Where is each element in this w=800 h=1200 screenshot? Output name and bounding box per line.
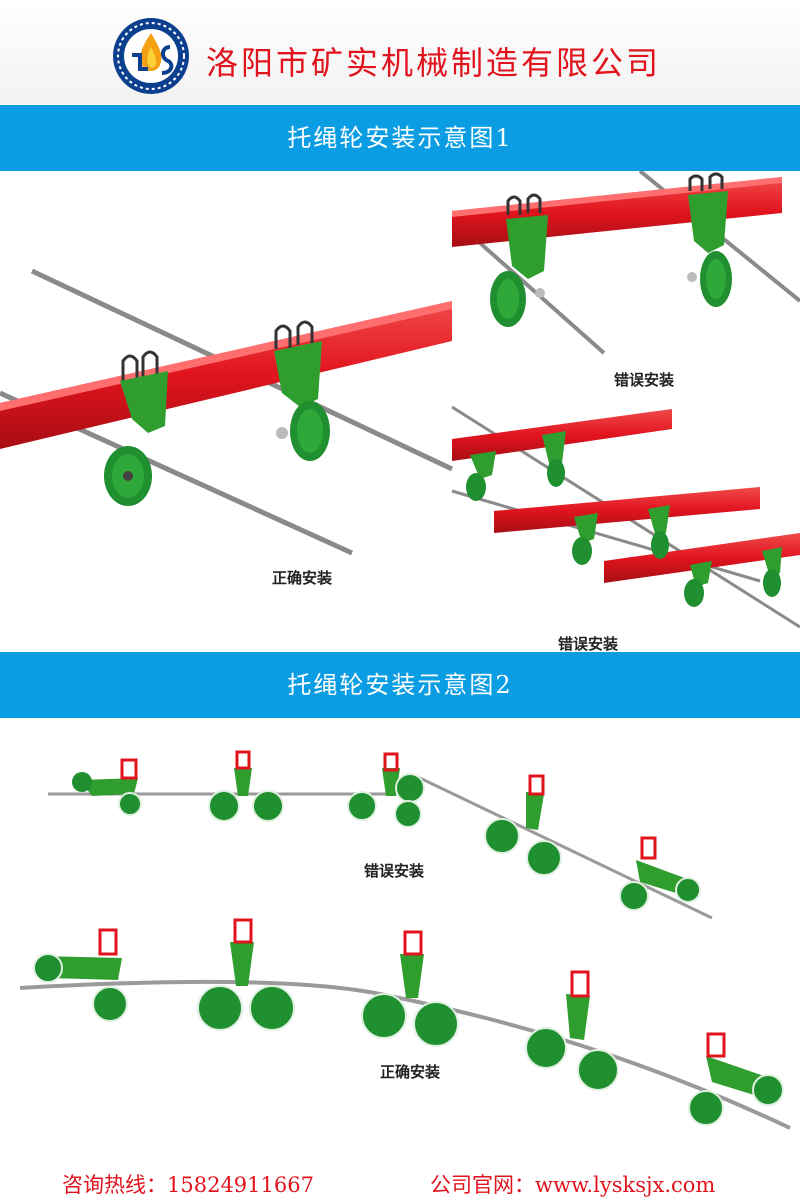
website-link[interactable]: 公司官网：www.lysksjx.com: [430, 1173, 716, 1197]
section-2-illustration: 错误安装 正确安装: [0, 718, 800, 1163]
install-diagram-2: [19, 750, 791, 1130]
label-wrong-install-side: 错误安装: [364, 862, 425, 880]
company-name: 洛阳市矿实机械制造有限公司: [206, 44, 662, 82]
wrong-install-side-view: [48, 750, 713, 920]
wrong-install-top: [452, 171, 800, 355]
section-1-title: 托绳轮安装示意图1: [0, 105, 800, 171]
install-diagram-1: [0, 171, 800, 629]
label-wrong-install-top: 错误安装: [614, 371, 675, 389]
page-footer: 咨询热线：15824911667 公司官网：www.lysksjx.com: [0, 1163, 800, 1200]
page-header: 洛阳市矿实机械制造有限公司: [0, 0, 800, 104]
section-1-illustration: 正确安装 错误安装 错误安装: [0, 171, 800, 653]
label-correct-install-side: 正确安装: [380, 1063, 441, 1081]
correct-install-side-view: [19, 918, 791, 1130]
company-logo-icon: [113, 18, 189, 94]
correct-install-large: [0, 268, 454, 556]
section-2-title: 托绳轮安装示意图2: [0, 652, 800, 718]
hotline-text: 咨询热线：15824911667: [62, 1173, 314, 1197]
wrong-install-bottom: [451, 405, 800, 629]
label-wrong-install-bottom: 错误安装: [558, 635, 619, 653]
label-correct-install: 正确安装: [272, 569, 333, 587]
